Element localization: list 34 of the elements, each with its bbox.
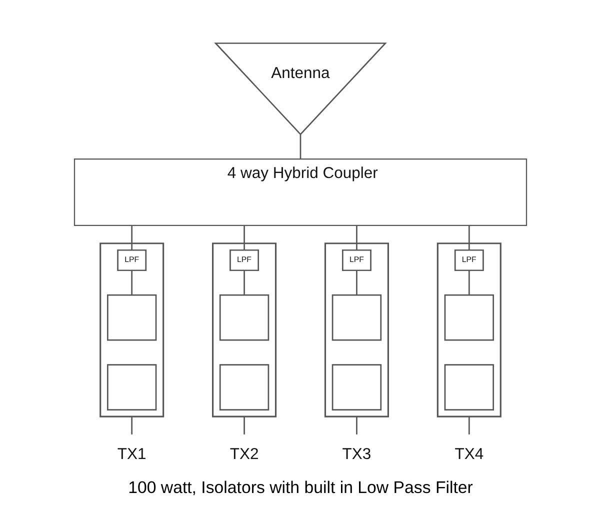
connector <box>468 416 470 434</box>
node-box <box>444 294 494 341</box>
node-text: TX2 <box>229 446 258 463</box>
node-text: TX3 <box>342 446 371 463</box>
caption: 100 watt, Isolators with built in Low Pass Filter <box>128 478 472 497</box>
connector <box>243 225 244 250</box>
cluster <box>436 242 501 418</box>
connector <box>130 270 132 295</box>
node-box: LPF <box>342 249 371 272</box>
node-box <box>218 364 269 410</box>
cluster <box>212 242 276 418</box>
node-box <box>106 364 156 410</box>
node-box <box>331 364 382 410</box>
connector <box>130 225 132 250</box>
connector <box>299 134 301 159</box>
connector <box>356 225 357 250</box>
connector <box>356 270 357 295</box>
node-box <box>218 294 269 341</box>
node-box: LPF <box>229 249 258 272</box>
node-box <box>444 364 494 410</box>
cluster <box>324 242 388 418</box>
node-box: LPF <box>116 249 146 272</box>
node-box <box>106 294 156 341</box>
connector <box>468 270 470 295</box>
connector <box>243 416 244 434</box>
connector <box>356 416 357 434</box>
connector <box>243 270 244 295</box>
node-box <box>331 294 382 341</box>
connector <box>130 416 132 434</box>
node-text: TX1 <box>116 446 146 463</box>
connector <box>468 225 470 250</box>
node-box: 4 way Hybrid Coupler <box>73 158 527 226</box>
node-text: TX4 <box>454 446 484 463</box>
node-box: LPF <box>454 249 484 272</box>
